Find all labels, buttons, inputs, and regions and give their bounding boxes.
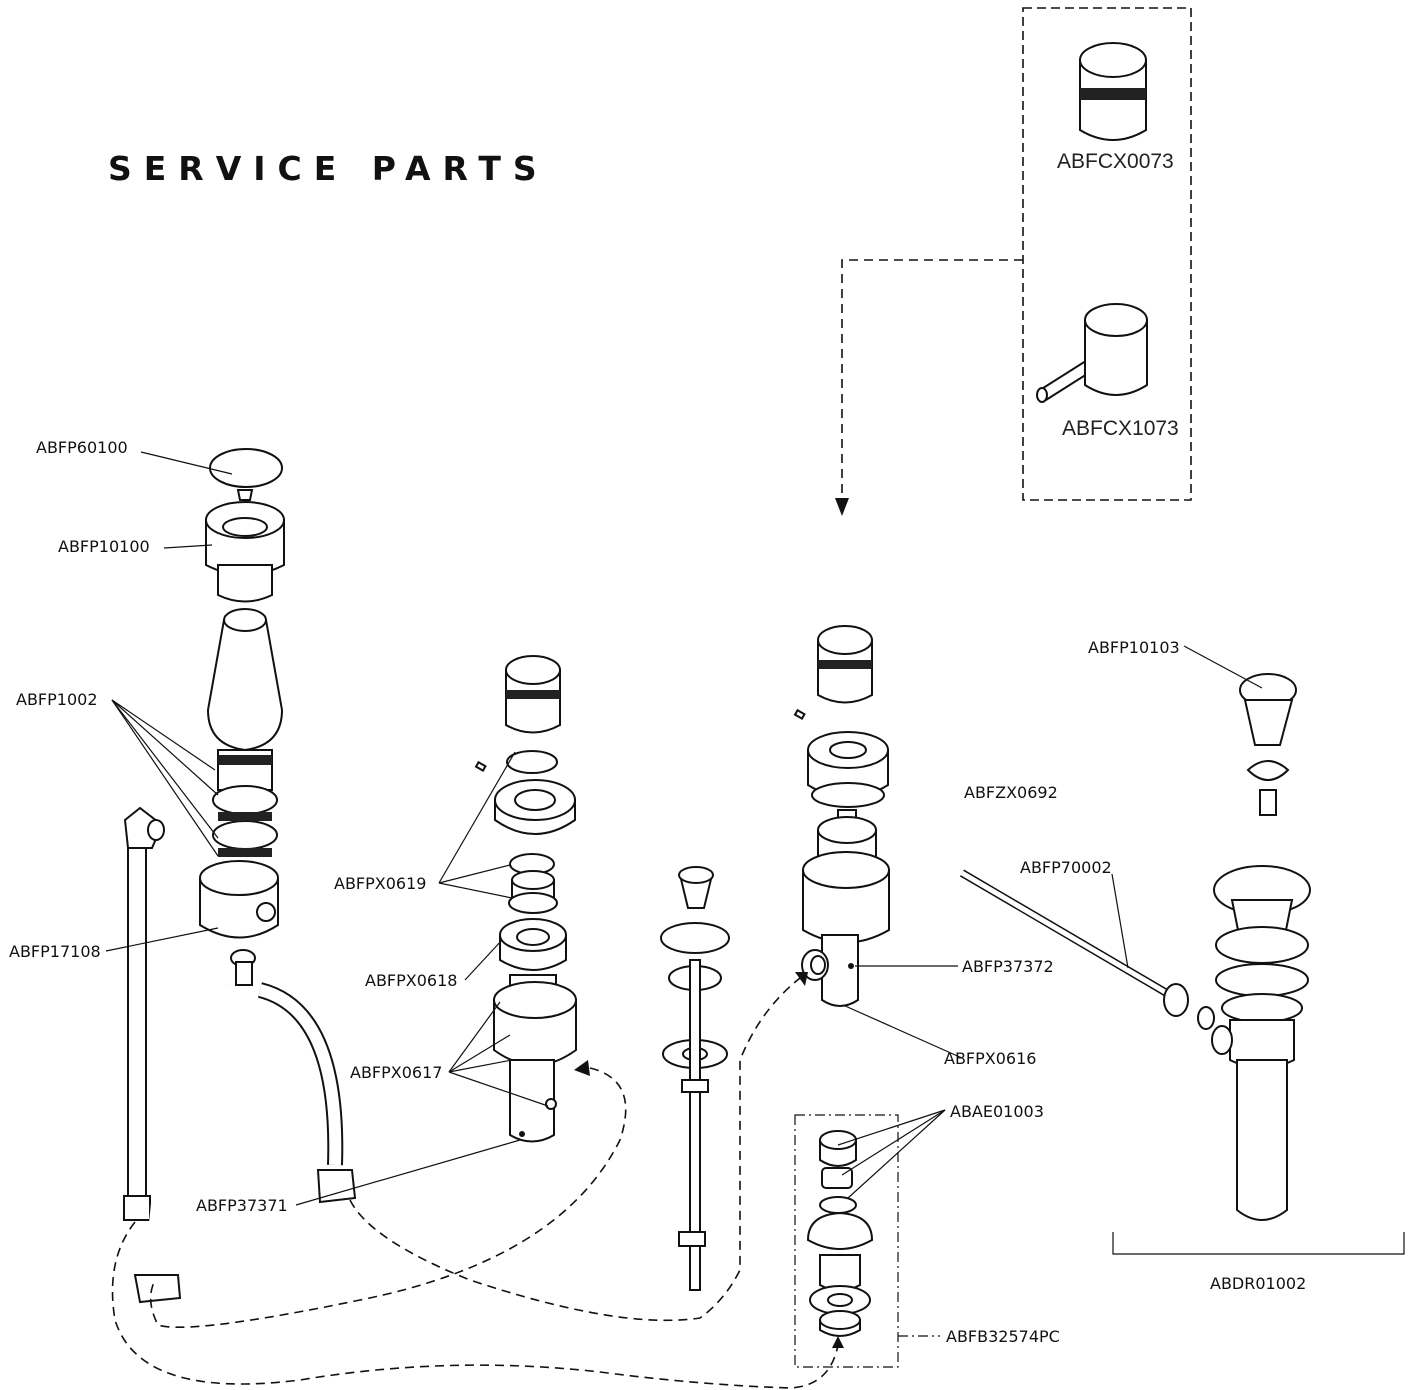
callout-label: ABFPX0618	[365, 971, 457, 990]
connection-paths	[111, 972, 844, 1389]
aerator-group	[794, 1114, 899, 1368]
drain-assembly	[959, 673, 1405, 1255]
spout-cap	[209, 448, 283, 488]
o-ring	[212, 785, 278, 815]
callout-label: ABFPX0617	[350, 1063, 442, 1082]
callout-labels: ABFP60100 ABFP10100 ABFP1002 ABFP17108 A…	[9, 438, 1306, 1346]
valve-body	[801, 851, 890, 1007]
right-valve-assembly	[793, 625, 890, 1007]
spout-assembly	[123, 448, 357, 1304]
callout-label: ABFP10100	[58, 537, 150, 556]
o-ring	[212, 820, 278, 850]
arrow-down-icon	[835, 498, 849, 516]
popup-lift-rod	[660, 866, 730, 1291]
hose-nut	[133, 1274, 182, 1304]
callout-label: ABDR01002	[1210, 1274, 1306, 1293]
callout-label: ABFP1002	[16, 690, 98, 709]
callout-label: ABFP37372	[962, 957, 1054, 976]
handle-options-box: ABFCX0073 ABFCX1073	[835, 7, 1192, 516]
page-title: SERVICE PARTS	[108, 149, 549, 188]
knob-handle-icon	[817, 625, 873, 704]
hose-nut	[316, 1169, 357, 1204]
callout-label: ABFP37371	[196, 1196, 288, 1215]
handle-option-label: ABFCX1073	[1062, 417, 1179, 440]
handle-option-label: ABFCX0073	[1057, 150, 1174, 173]
callout-label: ABFP10103	[1088, 638, 1180, 657]
o-ring	[506, 750, 558, 774]
cartridge	[499, 918, 567, 971]
o-ring	[811, 782, 885, 808]
callout-label: ABFPX0616	[944, 1049, 1036, 1068]
spout-nut	[205, 501, 285, 603]
callout-label: ABFP60100	[36, 438, 128, 457]
left-valve-assembly	[474, 655, 577, 1143]
callout-label: ABFP70002	[1020, 858, 1112, 877]
leader-lines	[105, 451, 1263, 1337]
valve-body	[493, 974, 577, 1143]
callout-label: ABFP17108	[9, 942, 101, 961]
group-bracket	[1112, 1232, 1405, 1255]
callout-label: ABFPX0619	[334, 874, 426, 893]
callout-label: ABFZX0692	[964, 783, 1058, 802]
knob-handle-icon	[505, 655, 561, 734]
drain-tailpiece	[1236, 1059, 1288, 1221]
callout-label: ABFB32574PC	[946, 1327, 1060, 1346]
knob-handle-icon	[1079, 42, 1147, 141]
lever-handle-icon	[1036, 303, 1148, 403]
spout-base	[199, 860, 279, 939]
supply-hose	[127, 829, 147, 1206]
spout-body	[206, 608, 284, 791]
callout-label: ABAE01003	[950, 1102, 1044, 1121]
